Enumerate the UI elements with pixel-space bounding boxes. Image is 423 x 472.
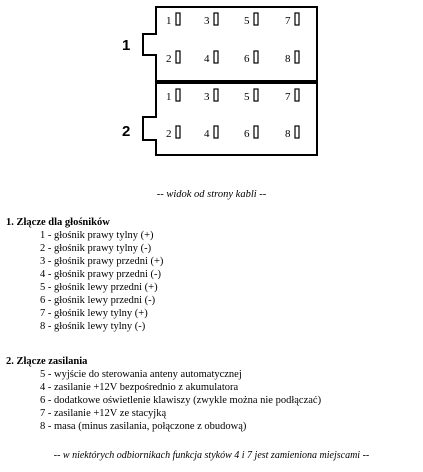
connector-1-housing — [142, 6, 318, 82]
pin-slot — [175, 125, 181, 139]
pin-number: 5 — [244, 91, 250, 103]
speaker-pin-item: 4 - głośnik prawy przedni (-) — [40, 269, 162, 280]
speaker-pin-item: 2 - głośnik prawy tylny (-) — [40, 243, 152, 254]
speaker-pin-item: 3 - głośnik prawy przedni (+) — [40, 256, 164, 267]
diagram-caption: -- widok od strony kabli -- — [156, 189, 267, 200]
pin-number: 7 — [285, 15, 291, 27]
footnote: -- w niektórych odbiornikach funkcja sty… — [53, 450, 370, 461]
pin-number: 3 — [204, 91, 210, 103]
pin-number: 4 — [204, 53, 210, 65]
speaker-pin-item: 5 - głośnik lewy przedni (+) — [40, 282, 158, 293]
speaker-connector-section: 1. Złącze dla głośników 1 - głośnik praw… — [6, 216, 163, 333]
pin-slot — [294, 50, 300, 64]
pin-slot — [213, 12, 219, 26]
pin-number: 5 — [244, 15, 250, 27]
pin-number: 2 — [166, 128, 172, 140]
speaker-pin-list: 1 - głośnik prawy tylny (+) 2 - głośnik p… — [6, 229, 163, 333]
power-pin-list: 5 - wyjście do sterowania anteny automat… — [6, 368, 321, 433]
pin-slot — [294, 12, 300, 26]
pin-slot — [253, 50, 259, 64]
power-pin-item: 6 - dodatkowe oświetlenie klawiszy (zwyk… — [40, 395, 322, 406]
power-pin-item: 8 - masa (minus zasilania, połączone z o… — [40, 421, 247, 432]
pin-slot — [213, 88, 219, 102]
pin-slot — [175, 88, 181, 102]
pin-number: 4 — [204, 128, 210, 140]
speaker-pin-item: 7 - głośnik lewy tylny (+) — [40, 308, 148, 319]
pin-slot — [175, 50, 181, 64]
pin-slot — [253, 88, 259, 102]
pin-slot — [253, 125, 259, 139]
pin-slot — [253, 12, 259, 26]
speaker-pin-item: 8 - głośnik lewy tylny (-) — [40, 321, 146, 332]
pin-number: 6 — [244, 128, 250, 140]
connector-2-label: 2 — [122, 123, 130, 140]
power-pin-item: 7 - zasilanie +12V ze stacyjką — [40, 408, 167, 419]
power-connector-title: 2. Złącze zasilania — [6, 356, 88, 367]
speaker-pin-item: 6 - głośnik lewy przedni (-) — [40, 295, 156, 306]
pin-number: 1 — [166, 91, 172, 103]
pin-slot — [175, 12, 181, 26]
speaker-connector-title: 1. Złącze dla głośników — [6, 217, 110, 228]
pin-number: 2 — [166, 53, 172, 65]
connector-2-housing — [142, 82, 318, 156]
pin-number: 3 — [204, 15, 210, 27]
speaker-pin-item: 1 - głośnik prawy tylny (+) — [40, 230, 154, 241]
pin-number: 8 — [285, 128, 291, 140]
connector-diagram: 1 3 5 7 2 4 6 8 1 3 5 7 2 4 6 8 1 2 — [122, 6, 318, 156]
connector-1-label: 1 — [122, 37, 130, 54]
power-pin-item: 4 - zasilanie +12V bezpośrednio z akumul… — [40, 382, 239, 393]
pin-slot — [213, 125, 219, 139]
pin-number: 8 — [285, 53, 291, 65]
pin-number: 7 — [285, 91, 291, 103]
pin-number: 1 — [166, 15, 172, 27]
power-pin-item: 5 - wyjście do sterowania anteny automat… — [40, 369, 242, 380]
pin-slot — [294, 88, 300, 102]
pin-slot — [294, 125, 300, 139]
power-connector-section: 2. Złącze zasilania 5 - wyjście do stero… — [6, 355, 321, 433]
pin-number: 6 — [244, 53, 250, 65]
pin-slot — [213, 50, 219, 64]
